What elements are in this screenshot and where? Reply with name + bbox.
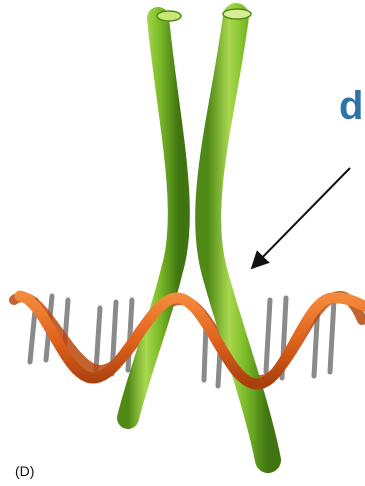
coiled-coil-rods xyxy=(128,9,268,460)
rod-left xyxy=(128,18,179,418)
rod-right xyxy=(208,16,268,460)
rod-right-end xyxy=(223,9,251,19)
callout-label: d xyxy=(339,86,363,126)
callout-arrow xyxy=(252,168,350,268)
panel-label: (D) xyxy=(15,463,34,479)
rod-left-end xyxy=(157,11,181,21)
